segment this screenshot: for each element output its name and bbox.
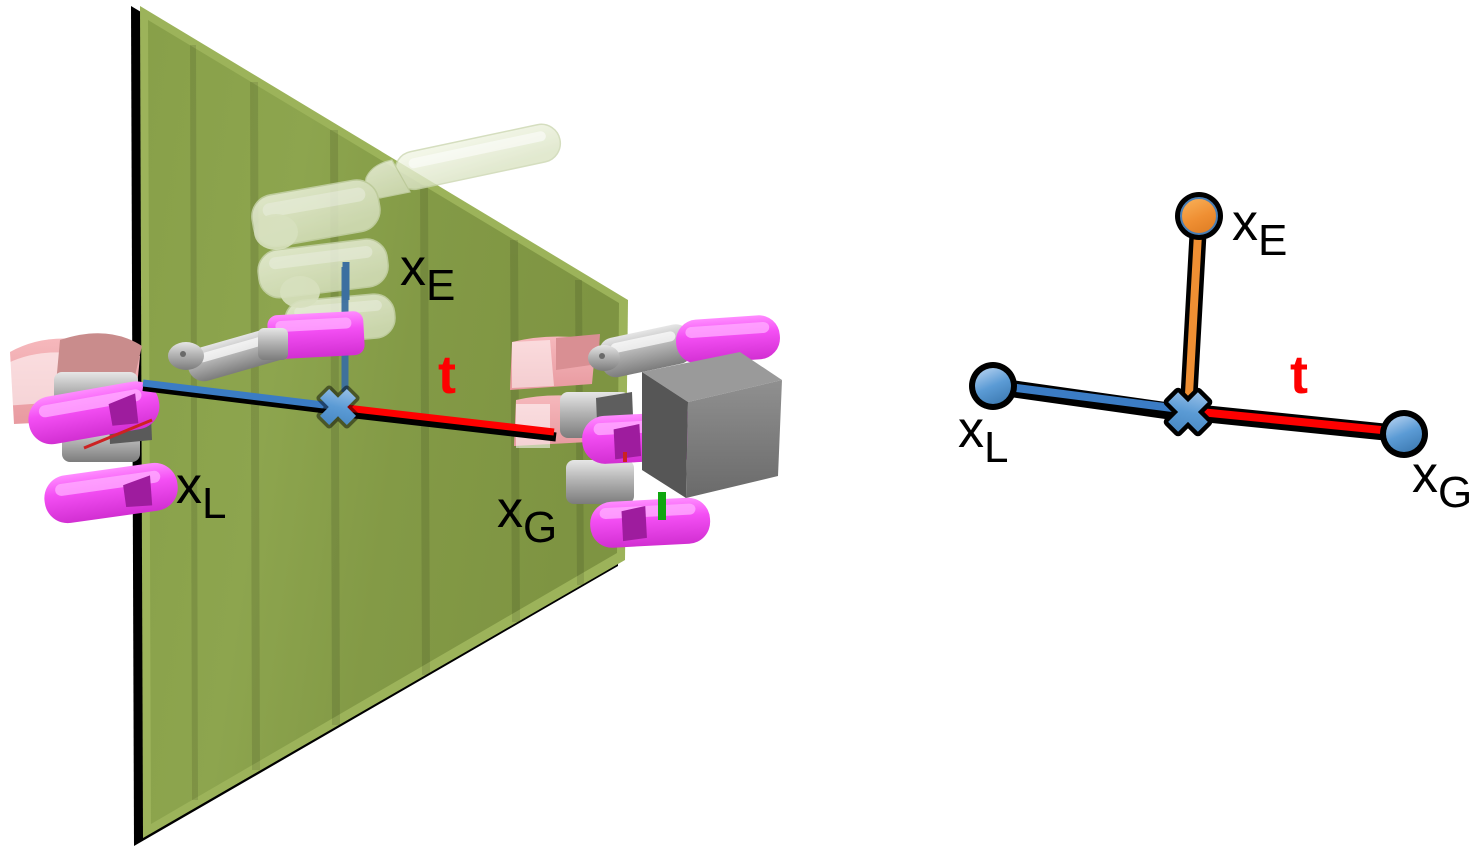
path-shadow-blue: [142, 383, 339, 415]
plane-banding: [190, 45, 584, 800]
intersection-cross-right: [1163, 387, 1213, 437]
label-xE-right: xE: [1232, 194, 1287, 265]
robot-gripper-xL: [4, 333, 178, 524]
label-xG-right: xG: [1412, 446, 1472, 517]
blue-edge-to-xL: [989, 381, 1192, 414]
path-shadow-red: [337, 407, 557, 442]
robot-arm-segment-left: [168, 311, 365, 382]
intersection-cross-left: [316, 385, 360, 429]
skeleton-edges: [984, 207, 1413, 443]
blue-path-segment: [142, 379, 341, 411]
node-xE: [1175, 192, 1223, 240]
label-xL-left: xL: [176, 457, 226, 528]
label-xG-left: xG: [497, 481, 557, 552]
robot-gripper-xG: [510, 315, 782, 548]
node-xG: [1380, 410, 1428, 458]
path-lines-left: [142, 379, 557, 442]
manipulated-box: [642, 352, 782, 498]
node-xL: [969, 362, 1017, 410]
label-t-right: t: [1290, 345, 1308, 405]
label-xE-left: xE: [400, 239, 455, 310]
orange-edge-to-xE: [1184, 212, 1203, 416]
red-edge-to-xG: [1186, 407, 1406, 436]
label-t-left: t: [438, 345, 456, 405]
label-xL-right: xL: [958, 401, 1008, 472]
red-path-segment: [337, 403, 555, 436]
